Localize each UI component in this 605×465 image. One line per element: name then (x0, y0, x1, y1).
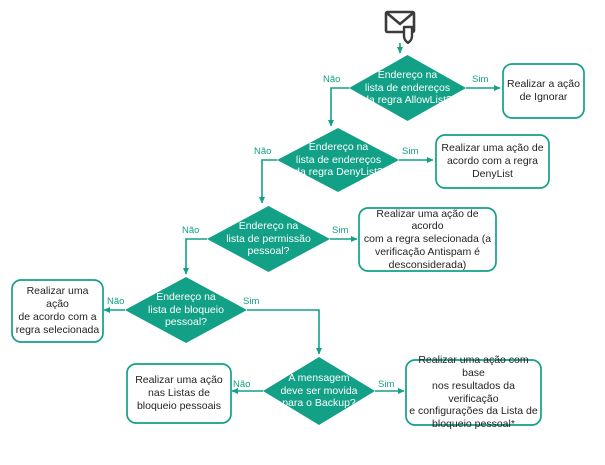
action-denylist[interactable] (435, 134, 550, 189)
decision-permissao-pessoal[interactable] (207, 206, 330, 272)
edge-label-bloqueio-no: Não (107, 296, 125, 307)
envelope-shield-icon (384, 10, 416, 44)
edge-bloqueio-yes (247, 309, 322, 355)
edge-label-bloqueio-yes: Sim (243, 296, 260, 307)
action-resultados-verificacao[interactable] (405, 359, 542, 426)
action-regra-selecionada[interactable] (11, 279, 104, 343)
decision-bloqueio-pessoal[interactable] (125, 277, 247, 343)
edge-label-backup-yes: Sim (378, 379, 395, 390)
edge-label-allowlist-yes: Sim (472, 74, 489, 85)
edge-denylist-no (259, 159, 277, 204)
decision-denylist[interactable] (277, 128, 399, 192)
action-regra-selecionada-antispam[interactable] (358, 207, 497, 272)
edge-label-backup-no: Não (233, 379, 251, 390)
action-listas-bloqueio-pessoais[interactable] (126, 363, 232, 424)
edge-label-denylist-yes: Sim (402, 146, 419, 157)
decision-allowlist[interactable] (349, 55, 466, 121)
edge-label-permissao-no: Não (182, 225, 200, 236)
action-ignorar[interactable] (502, 63, 585, 119)
edge-label-allowlist-no: Não (323, 74, 341, 85)
edge-label-denylist-no: Não (254, 146, 272, 157)
decision-backup[interactable] (263, 357, 375, 425)
edge-allowlist-no (328, 87, 349, 127)
edge-label-permissao-yes: Sim (332, 225, 349, 236)
edge-permissao-no (183, 238, 207, 275)
